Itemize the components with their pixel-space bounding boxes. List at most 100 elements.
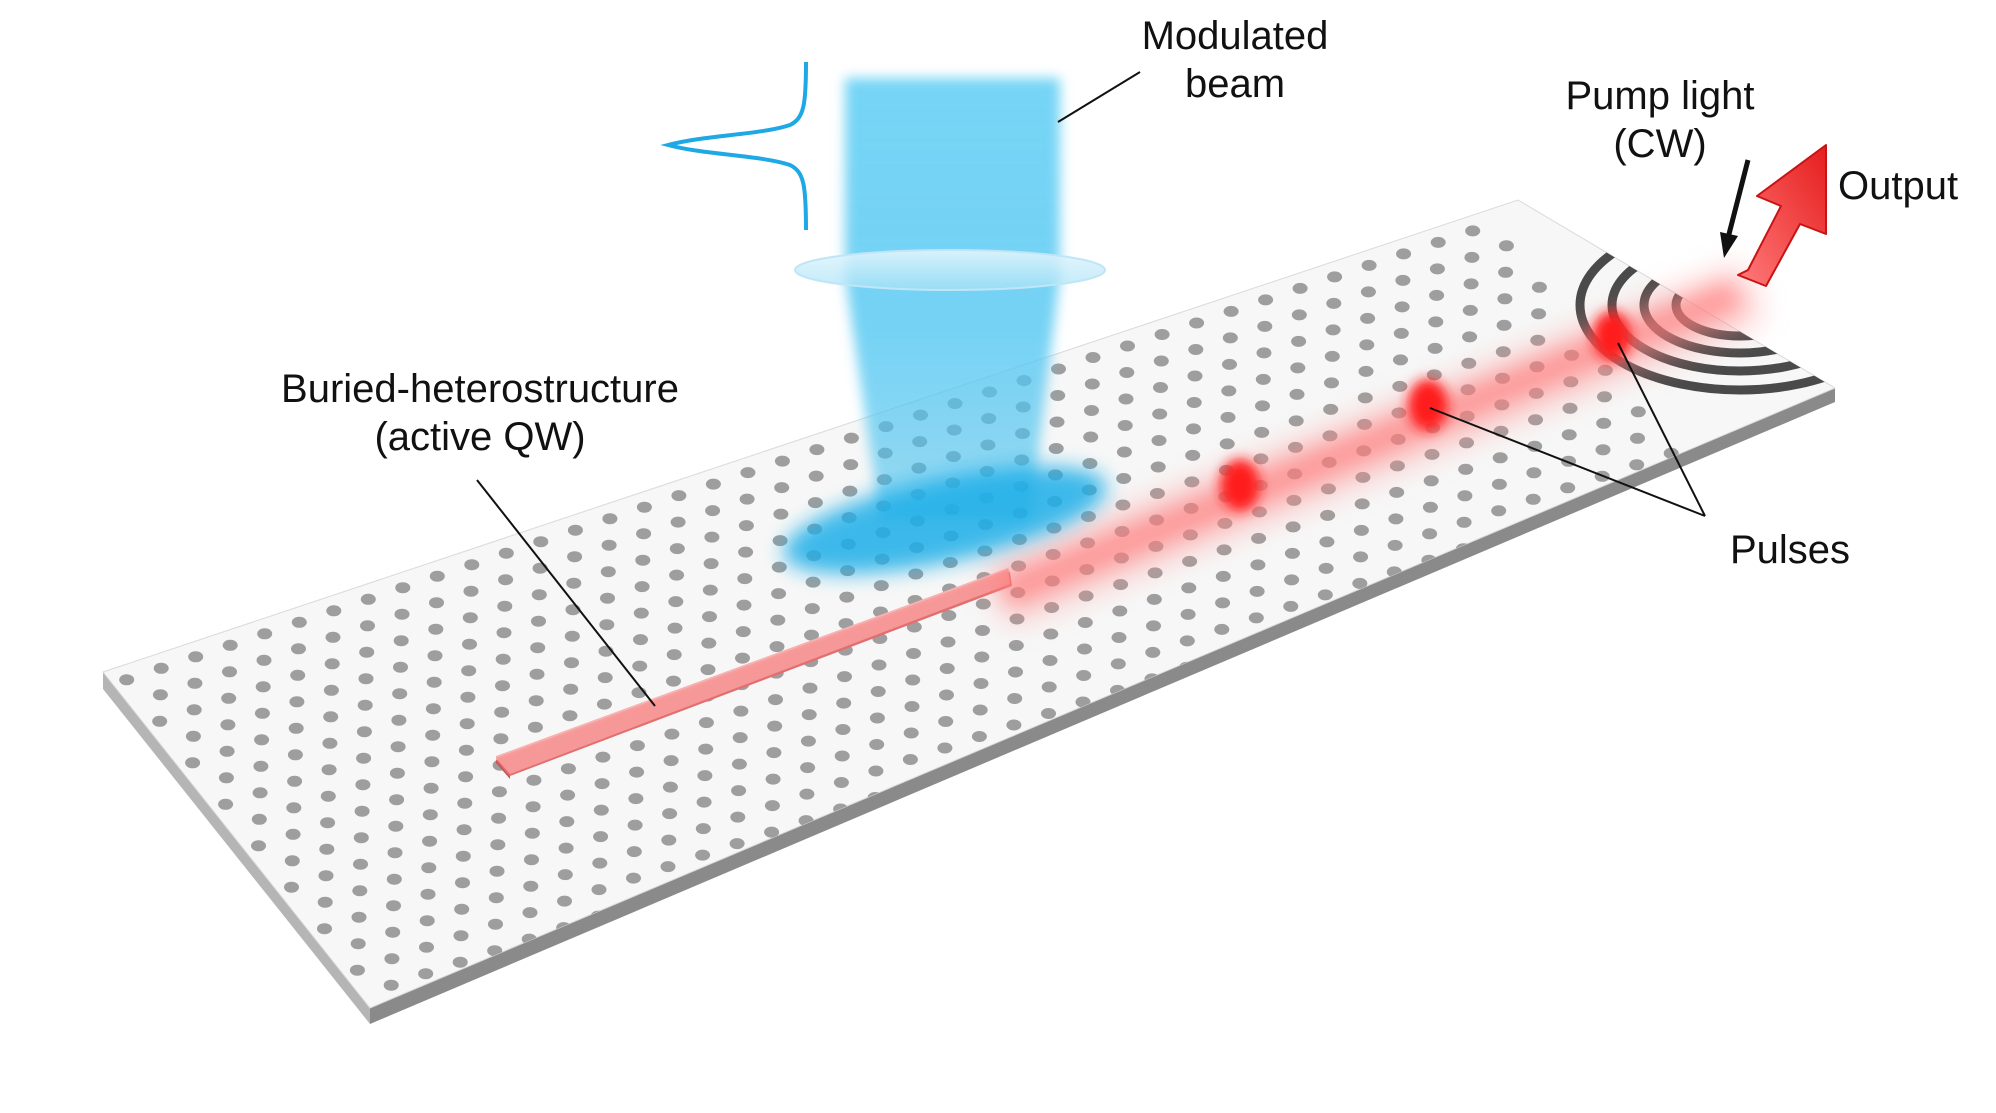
air-hole xyxy=(1353,551,1369,563)
air-hole xyxy=(254,734,270,746)
air-hole xyxy=(771,561,787,573)
air-hole xyxy=(1220,411,1236,423)
air-hole xyxy=(186,704,202,716)
air-hole xyxy=(355,779,371,791)
air-hole xyxy=(802,682,818,694)
air-hole xyxy=(1188,344,1204,355)
air-hole xyxy=(903,727,919,739)
air-hole xyxy=(1041,681,1057,693)
air-hole xyxy=(564,630,580,642)
air-hole xyxy=(767,720,783,732)
air-hole xyxy=(286,802,302,814)
air-hole xyxy=(1289,388,1305,400)
air-hole xyxy=(837,671,852,683)
air-hole xyxy=(389,794,405,806)
air-hole xyxy=(1325,324,1341,336)
modulated-beam xyxy=(783,78,1107,574)
air-hole xyxy=(935,795,951,807)
air-hole xyxy=(1041,708,1056,719)
air-hole xyxy=(1215,570,1231,582)
air-hole xyxy=(1527,440,1543,452)
air-hole xyxy=(323,711,339,723)
air-hole xyxy=(660,861,676,873)
air-hole xyxy=(592,857,608,869)
air-hole xyxy=(1048,443,1064,454)
air-hole xyxy=(594,778,610,790)
air-hole xyxy=(287,749,303,761)
pulses xyxy=(1220,311,1631,511)
air-hole xyxy=(843,432,859,444)
air-hole xyxy=(1491,505,1507,517)
air-hole xyxy=(873,580,889,592)
air-hole xyxy=(386,873,402,885)
air-hole xyxy=(1085,352,1101,363)
air-hole xyxy=(1049,416,1065,428)
pulse xyxy=(1593,311,1631,361)
air-hole xyxy=(567,551,583,563)
air-hole xyxy=(871,659,887,671)
air-hole xyxy=(464,559,480,571)
air-hole xyxy=(941,610,957,621)
air-hole xyxy=(428,623,444,635)
air-hole xyxy=(702,584,718,596)
air-hole xyxy=(531,589,547,601)
air-hole xyxy=(832,830,848,841)
air-hole xyxy=(1357,392,1373,404)
air-hole xyxy=(971,731,987,742)
air-hole xyxy=(669,543,685,555)
air-hole xyxy=(670,516,686,528)
air-hole xyxy=(703,558,719,570)
air-hole xyxy=(1219,438,1235,450)
air-hole xyxy=(1430,236,1446,248)
air-hole xyxy=(902,754,918,765)
air-hole xyxy=(1247,665,1263,677)
air-hole xyxy=(1007,693,1023,704)
air-hole xyxy=(488,918,503,930)
air-hole xyxy=(797,841,813,853)
buried-heterostructure-label-line1: Buried-heterostructure xyxy=(281,367,679,411)
air-hole xyxy=(601,539,617,551)
air-hole xyxy=(1116,446,1132,458)
air-hole xyxy=(1043,628,1059,640)
air-hole xyxy=(1560,482,1576,494)
air-hole xyxy=(251,813,267,825)
air-hole xyxy=(1189,317,1205,329)
air-hole xyxy=(253,760,269,772)
air-hole xyxy=(453,930,469,942)
air-hole xyxy=(321,764,337,776)
air-hole xyxy=(705,478,721,490)
air-hole xyxy=(1119,367,1135,378)
air-hole xyxy=(940,636,956,648)
air-hole xyxy=(1498,240,1514,252)
air-hole xyxy=(498,574,514,586)
air-hole xyxy=(1429,289,1445,301)
air-hole xyxy=(284,855,300,867)
red-block-arrow-icon xyxy=(1737,144,1827,287)
air-hole xyxy=(419,941,434,953)
air-hole xyxy=(187,677,203,689)
air-hole xyxy=(868,765,884,777)
air-hole xyxy=(1492,452,1508,464)
air-hole xyxy=(487,945,503,957)
air-hole xyxy=(1394,301,1410,313)
air-hole xyxy=(700,664,716,676)
air-hole xyxy=(1116,473,1132,484)
air-hole xyxy=(870,686,886,697)
air-hole xyxy=(1255,400,1270,412)
air-hole xyxy=(356,752,372,764)
air-hole xyxy=(422,809,438,821)
air-hole xyxy=(974,651,990,663)
air-hole xyxy=(1420,581,1436,593)
air-hole xyxy=(770,614,786,626)
air-hole xyxy=(557,895,572,907)
air-hole xyxy=(524,827,540,839)
leader-line-pulse-1 xyxy=(1429,407,1706,517)
air-hole xyxy=(593,804,609,816)
air-hole xyxy=(1179,635,1195,647)
air-hole xyxy=(1630,432,1645,444)
air-hole xyxy=(153,662,169,674)
air-hole xyxy=(256,654,272,666)
air-hole xyxy=(525,801,541,813)
air-hole xyxy=(1223,305,1239,317)
air-hole xyxy=(185,730,201,742)
